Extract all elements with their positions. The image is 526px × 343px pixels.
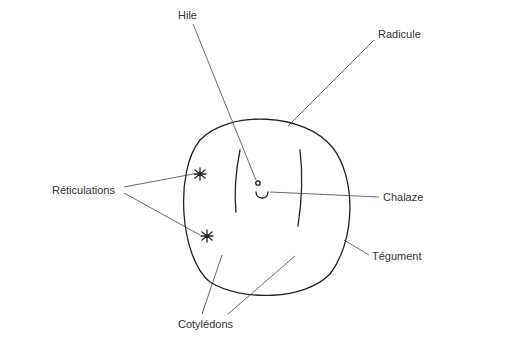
reticulation-mark [194, 168, 206, 180]
part-label: Chalaze [383, 191, 423, 204]
leader-line [288, 40, 374, 126]
part-label: Hile [178, 9, 197, 22]
reticulation-mark [201, 230, 213, 242]
leader-line [124, 174, 193, 187]
leader-line [270, 192, 379, 197]
seed-outline [184, 119, 350, 295]
leader-line [228, 256, 295, 314]
part-label: Tégument [372, 250, 422, 263]
leader-line [124, 193, 200, 235]
leader-line [344, 240, 369, 255]
chalaza-mark [256, 192, 268, 198]
leader-line [202, 255, 222, 314]
leader-line [193, 24, 256, 180]
cotyledon-edge [298, 150, 302, 226]
cotyledon-edge [235, 150, 240, 212]
part-label: Réticulations [52, 184, 115, 197]
part-label: Cotylédons [178, 318, 233, 331]
hilum-dot [256, 181, 260, 185]
part-label: Radicule [378, 28, 421, 41]
